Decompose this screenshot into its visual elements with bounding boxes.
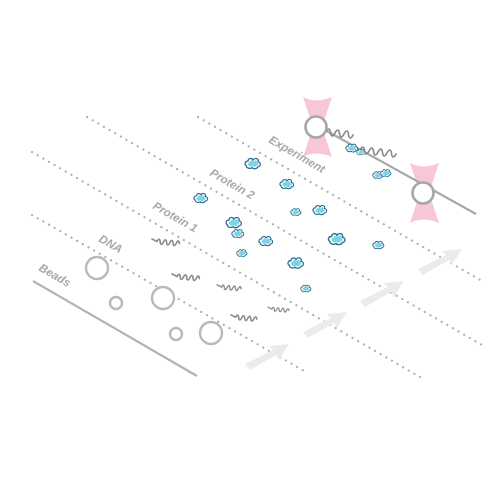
protein-icon <box>327 232 346 246</box>
protein-icon <box>236 249 248 257</box>
protein-icon <box>300 284 312 293</box>
dna-strand-icon <box>216 284 242 292</box>
trap-bead-icon <box>304 115 328 139</box>
label-dna: DNA <box>97 233 125 256</box>
protein-icon <box>290 208 302 216</box>
protein-icon <box>371 240 385 250</box>
dna-strand-icon <box>267 306 290 313</box>
protein-icon <box>356 148 366 156</box>
experiment-setup <box>303 97 477 223</box>
tether-line <box>315 124 477 215</box>
dna-group <box>151 238 290 322</box>
flow-arrows <box>245 249 462 370</box>
protein-icon <box>193 192 209 204</box>
protein-icon <box>258 235 274 247</box>
protein-icon <box>312 204 328 216</box>
trap-bead-icon <box>411 181 435 205</box>
lane-protein2-dots <box>85 115 484 347</box>
dna-strand-icon <box>230 314 258 322</box>
label-protein1: Protein 1 <box>151 200 200 235</box>
bead-icon <box>84 255 110 281</box>
label-protein2: Protein 2 <box>208 167 257 202</box>
bead-icon <box>108 295 124 311</box>
bead-icon <box>168 326 184 342</box>
flow-arrow-icon <box>360 281 404 307</box>
lane-experiment-dots <box>196 115 484 283</box>
protein-icon <box>345 143 359 153</box>
lane-dna-dots <box>30 213 308 374</box>
protein-icon <box>287 257 305 269</box>
lane-beads-line <box>32 280 198 377</box>
bead-icon <box>150 285 176 311</box>
lane-labels: Beads DNA Protein 1 Protein 2 Experiment <box>37 134 328 290</box>
beads-group <box>84 255 224 346</box>
bead-icon <box>198 320 224 346</box>
flow-arrow-icon <box>245 344 289 370</box>
dna-strand-icon <box>171 273 201 282</box>
dna-strand-icon <box>151 238 181 247</box>
flow-arrow-icon <box>418 249 462 275</box>
protein-icon <box>279 178 295 190</box>
flow-arrow-icon <box>303 312 347 338</box>
lane-lines <box>30 115 484 379</box>
protein-icon <box>244 157 261 170</box>
protein-icon <box>380 169 392 178</box>
protein-icon <box>225 216 242 229</box>
protein-icon <box>231 229 245 239</box>
